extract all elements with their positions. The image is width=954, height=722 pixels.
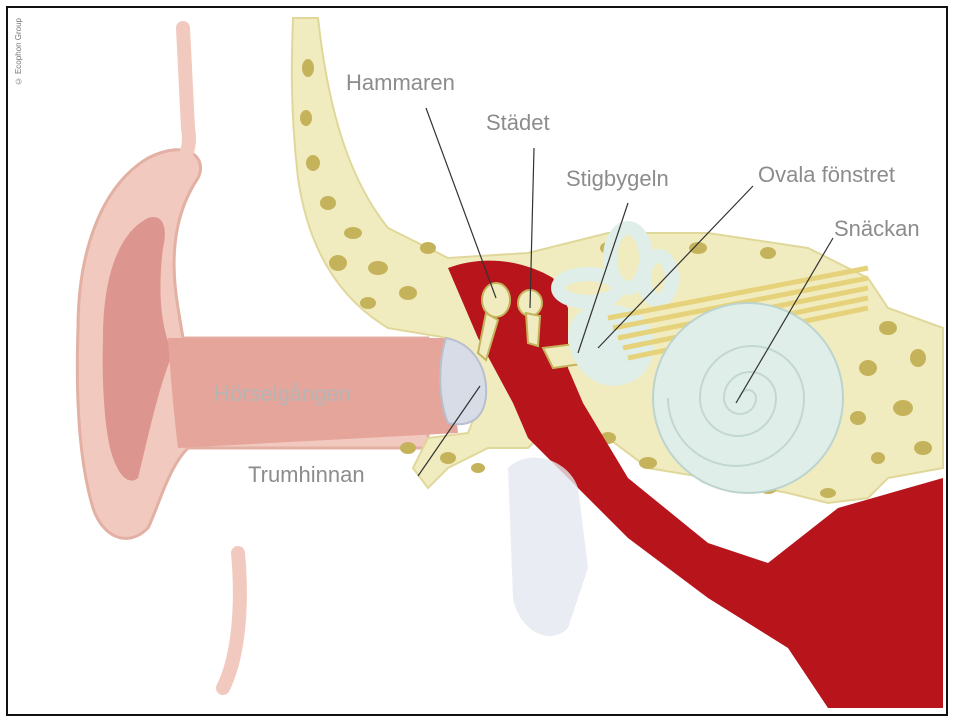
label-stigbygeln: Stigbygeln (566, 168, 669, 190)
cochlea (653, 303, 843, 493)
label-trumhinnan: Trumhinnan (248, 464, 365, 486)
lobe-bottom (223, 553, 240, 688)
label-ovala-fonstret: Ovala fönstret (758, 164, 895, 186)
lower-tissue (508, 458, 588, 636)
label-horselgangen: Hörselgången (214, 383, 351, 405)
diagram-frame: © Ecophon Group (6, 6, 948, 716)
label-snackan: Snäckan (834, 218, 920, 240)
ear-anatomy-illustration (8, 8, 948, 716)
label-hammaren: Hammaren (346, 72, 455, 94)
label-stadet: Städet (486, 112, 550, 134)
